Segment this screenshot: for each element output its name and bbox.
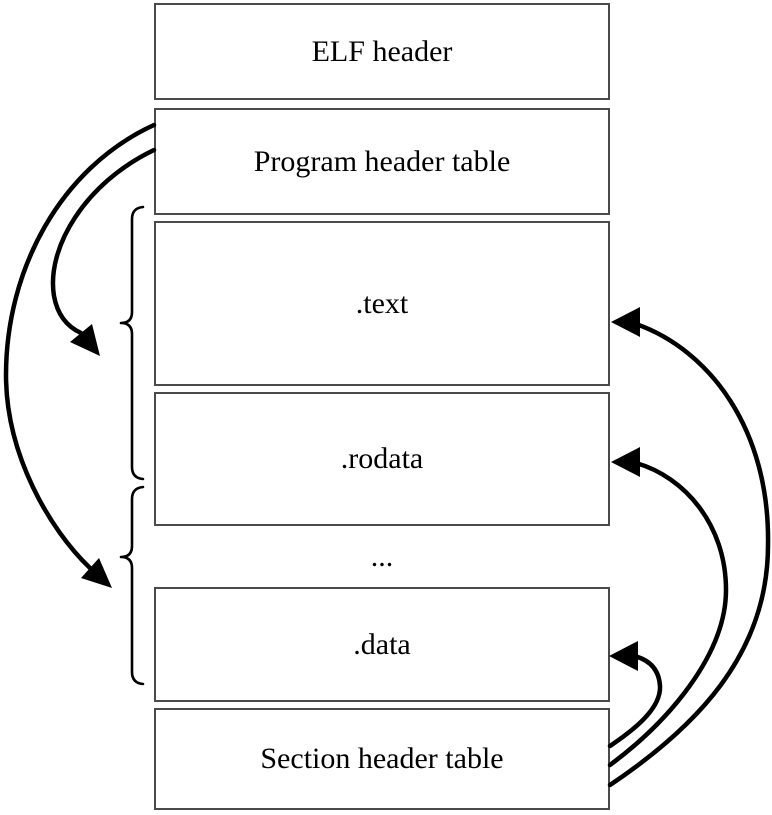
box-section-header-table: Section header table [154, 708, 610, 810]
segment-brace-ellipsis-data [119, 485, 145, 686]
program-header-table-label: Program header table [253, 144, 511, 178]
box-text-section: .text [154, 221, 610, 386]
arrow-sht-to-rodata-shaft [607, 460, 729, 768]
arrow-sht-to-data-shaft [607, 653, 663, 749]
arrow-sht-to-rodata-head [611, 447, 640, 477]
arrow-pht-to-brace1-head [70, 324, 100, 356]
arrow-pht-to-brace1-shaft [50, 147, 157, 336]
arrow-pht-to-brace2-shaft [3, 122, 157, 571]
arrow-sht-to-text-head [611, 307, 640, 337]
arrow-sht-to-text-shaft [607, 321, 771, 788]
box-rodata-section: .rodata [154, 392, 610, 526]
arrow-pht-to-brace2-head [81, 558, 112, 588]
data-section-label: .data [353, 627, 411, 661]
arrow-sht-to-data-head [609, 641, 638, 671]
rodata-section-label: .rodata [340, 442, 424, 475]
elf-header-label: ELF header [311, 34, 453, 68]
box-data-section: .data [154, 587, 610, 702]
more-sections-ellipsis: ... [370, 540, 394, 573]
box-elf-header: ELF header [154, 3, 610, 100]
section-header-table-label: Section header table [260, 742, 504, 775]
text-section-label: .text [355, 286, 409, 320]
segment-brace-text-rodata [119, 205, 145, 481]
box-program-header-table: Program header table [154, 108, 610, 215]
